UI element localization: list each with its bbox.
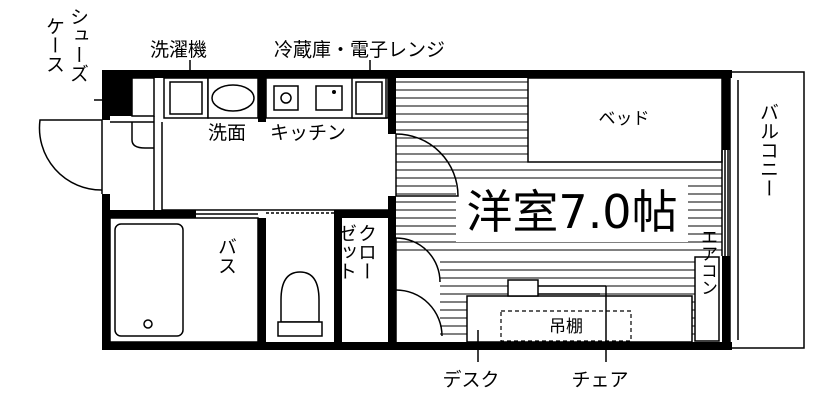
wall-kitchen-right [388, 70, 396, 134]
closet-text-col2: ゼット [335, 223, 357, 280]
sink-drain [332, 90, 336, 94]
label-bed: ベッド [599, 109, 650, 129]
entrance-door-swing [38, 119, 103, 191]
kitchen-door-swing [395, 133, 459, 197]
label-room: 洋室7.0帖 [466, 185, 677, 239]
label-shelf: 吊棚 [549, 317, 583, 337]
shoes-box-line-1-col2: ケース [43, 17, 65, 74]
closet-door-swing-bottom [395, 289, 443, 337]
wall-bottom [102, 342, 732, 350]
washing-machine [169, 81, 203, 115]
wall-closet-right [388, 238, 396, 342]
room-label-bg [456, 180, 688, 242]
washbasin [211, 84, 255, 112]
sink [315, 85, 343, 111]
fridge-inner [355, 81, 383, 115]
wall-mid-h2 [334, 210, 396, 218]
wall-right-lower [722, 256, 730, 350]
shoes-box-line-1: シューズ [67, 7, 89, 83]
wall-kitchen-divider [258, 70, 266, 122]
wall-right-upper [722, 70, 730, 150]
label-washing-machine: 洗濯機 [150, 39, 207, 61]
stove-burner [280, 92, 292, 104]
entrance-block [102, 70, 132, 116]
toilet-tank [277, 321, 323, 337]
label-aircon: エアコン [697, 228, 717, 296]
label-fridge-microwave: 冷蔵庫・電子レンジ [274, 39, 445, 61]
label-closet: クロー ゼット [335, 223, 377, 280]
label-bath: バス [215, 237, 237, 275]
label-balcony: バルコニー [757, 103, 779, 198]
label-kitchen: キッチン [270, 122, 346, 144]
label-chair: チェア [571, 369, 628, 391]
wall-bath-toilet [258, 218, 266, 342]
wall-left-lower [102, 194, 110, 350]
bed-outline [527, 77, 723, 163]
shelf-outline [500, 310, 632, 342]
label-washroom: 洗面 [208, 122, 246, 144]
bathtub-drain [143, 319, 153, 329]
shoe-cabinet [131, 77, 155, 117]
label-desk: デスク [442, 369, 499, 391]
balcony-outline [729, 71, 805, 349]
chair-outline [507, 279, 539, 297]
step-curve [131, 122, 154, 149]
label-shoes-box: シューズ ケース [43, 7, 89, 83]
wall-toilet-closet [334, 218, 342, 342]
bathtub [114, 223, 184, 337]
wall-mid-h [102, 210, 196, 218]
closet-text: クロー [355, 224, 377, 281]
toilet-bowl [280, 271, 320, 323]
aircon-box [694, 256, 720, 342]
wall-top [102, 70, 732, 78]
stove [273, 85, 299, 111]
closet-door-swing-top [395, 237, 441, 283]
